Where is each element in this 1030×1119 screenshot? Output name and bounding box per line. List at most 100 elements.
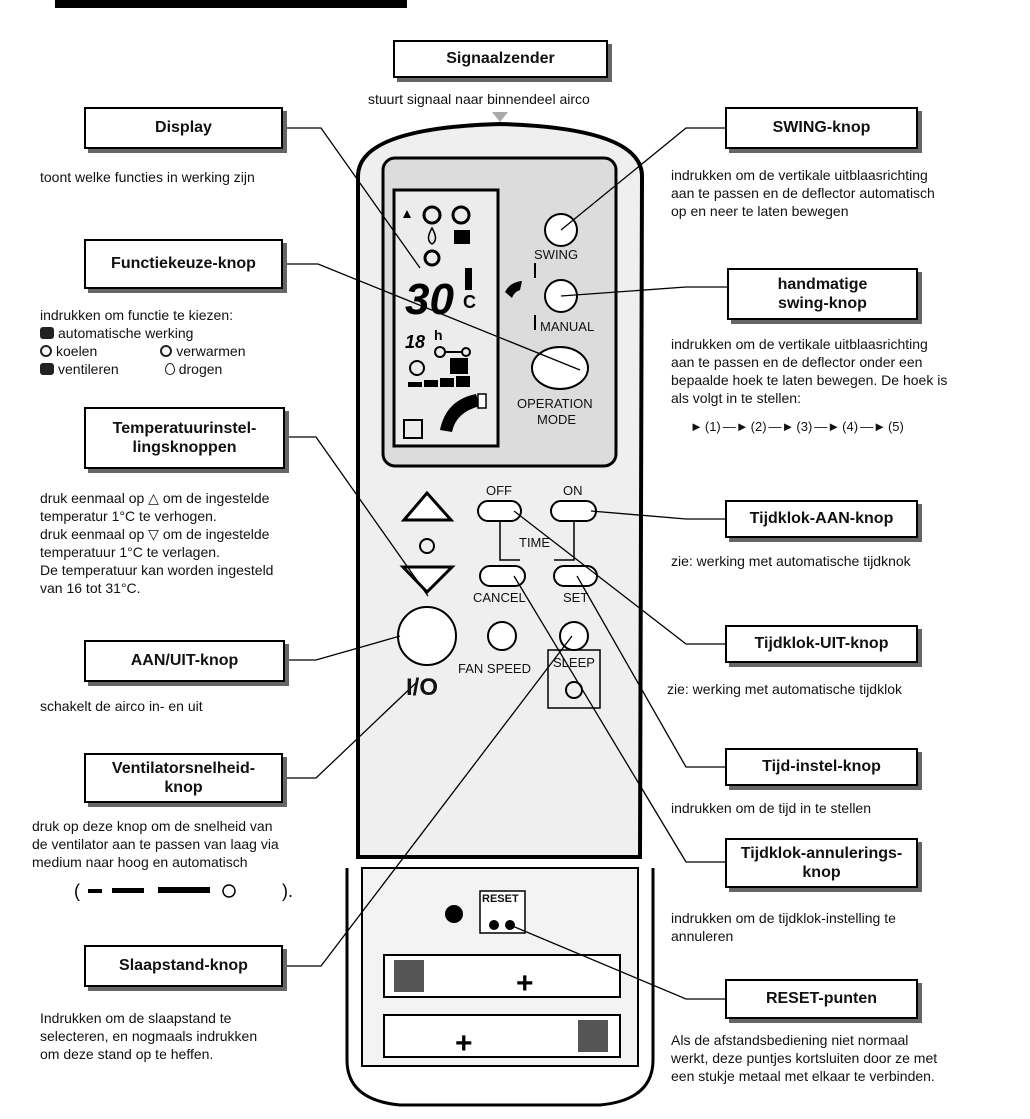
label-tijdklok-aan: Tijdklok-AAN-knop [725, 500, 918, 538]
label-annulerings-line2: knop [802, 864, 841, 881]
angle-arrow-icon: —► [860, 419, 886, 434]
swing-button[interactable] [545, 214, 577, 246]
label-functiekeuze: Functiekeuze-knop [84, 239, 283, 289]
desc-slaapstand: Indrukken om de slaapstand te selecteren… [40, 1009, 257, 1063]
reset-point-1 [489, 920, 499, 930]
desc-temp-line: temperatur 1°C te verhogen. [40, 508, 217, 524]
temp-down-triangle-icon [399, 565, 456, 595]
battery-cover-outline [345, 868, 655, 1107]
desc-vent-line: druk op deze knop om de snelheid van [32, 818, 273, 834]
power-button[interactable] [398, 607, 456, 665]
desc-slaap-line: Indrukken om de slaapstand te [40, 1010, 232, 1026]
cancel-label: CANCEL [473, 590, 526, 605]
lcd-timer-icon [477, 393, 487, 409]
desc-temp-line: De temperatuur kan worden ingesteld [40, 562, 274, 578]
signal-arrow-icon [492, 112, 508, 122]
battery-screw-icon [445, 905, 463, 923]
angle-arrow-icon: ► [690, 419, 703, 434]
operation-mode-button[interactable] [532, 347, 588, 389]
lcd-cool-icon [451, 205, 471, 225]
battery-2-plus: + [455, 1027, 473, 1060]
label-ventilator-line1: Ventilatorsnelheid- [111, 759, 256, 777]
leader-lines [283, 127, 727, 1000]
temp-info-icon [419, 538, 435, 554]
label-temperatuur-line2: lingsknoppen [132, 439, 237, 456]
desc-ventilator: druk op deze knop om de snelheid van de … [32, 817, 279, 871]
time-label: TIME [519, 535, 551, 550]
desc-tijdklok-uit: zie: werking met automatische tijdklok [667, 681, 902, 697]
temp-up-button[interactable] [404, 493, 451, 520]
temp-down-button[interactable] [403, 567, 452, 592]
fan-speed-sequence-icon: ( ). [74, 881, 293, 901]
angle-5: (5) [887, 419, 904, 434]
lcd-fan-bar-3 [440, 378, 454, 387]
power-label: I/O [406, 674, 439, 701]
label-ventilator-line2: knop [164, 779, 203, 796]
desc-reset-line: Als de afstandsbediening niet normaal [671, 1032, 909, 1048]
reset-panel [479, 890, 526, 934]
label-swing: SWING-knop [725, 107, 918, 149]
fan-speed-label: FAN SPEED [458, 661, 531, 676]
heat-mode-icon [160, 345, 173, 357]
label-temperatuur: Temperatuurinstel- lingsknoppen [84, 407, 285, 469]
header-rule [55, 0, 407, 8]
lcd-fan-box-icon [450, 358, 468, 374]
timer-off-button[interactable] [478, 501, 521, 521]
desc-reset: Als de afstandsbediening niet normaal we… [671, 1031, 937, 1085]
label-aan-uit: AAN/UIT-knop [84, 640, 285, 682]
label-slaapstand: Slaapstand-knop [84, 945, 283, 987]
legend-ventileren-label: ventileren [58, 361, 119, 377]
desc-temperatuur: druk eenmaal op △ om de ingestelde tempe… [40, 489, 273, 597]
battery-2-spring [578, 1020, 608, 1052]
desc-swing-line: indrukken om de vertikale uitblaasrichti… [671, 167, 928, 183]
timer-cancel-pill [479, 565, 526, 587]
lcd-louver-icon [440, 394, 480, 432]
desc-annul-line: indrukken om de tijdklok-instelling te [671, 910, 896, 926]
desc-manual-line: indrukken om de vertikale uitblaasrichti… [671, 336, 928, 352]
lcd-auto-fan-icon [409, 360, 425, 376]
label-annulerings: Tijdklok-annulerings- knop [725, 838, 918, 888]
manual-label: MANUAL [540, 319, 595, 334]
desc-reset-line: werkt, deze puntjes kortsluiten door ze … [671, 1050, 938, 1066]
desc-slaap-line: om deze stand op te heffen. [40, 1046, 214, 1062]
cool-mode-icon [40, 345, 52, 357]
desc-tijdklok-aan: zie: werking met automatische tijdknok [671, 553, 911, 569]
desc-manual-line: als volgt in te stellen: [671, 390, 801, 406]
timer-set-button[interactable] [554, 566, 597, 586]
lcd-auto-icon [422, 205, 442, 225]
manual-swing-button[interactable] [545, 280, 577, 312]
lcd-triangle-icon [403, 210, 411, 218]
desc-manual-line: bepaalde hoek te laten bewegen. De hoek … [671, 372, 948, 388]
label-manual-swing-line1: handmatige [777, 275, 868, 293]
angle-arrow-icon: —► [722, 419, 749, 434]
battery-1-spring [394, 960, 424, 992]
label-reset: RESET-punten [725, 979, 918, 1019]
timer-off-label: OFF [486, 483, 512, 498]
manual-louver-icon [505, 281, 522, 298]
timer-on-button[interactable] [551, 501, 596, 521]
legend-auto-label: automatische werking [58, 325, 194, 341]
timer-off-pill [477, 500, 522, 522]
desc-manual-swing: indrukken om de vertikale uitblaasrichti… [671, 335, 947, 407]
lcd-heat-icon [423, 249, 441, 267]
timer-cancel-button[interactable] [480, 566, 525, 586]
desc-reset-line: een stukje metaal met elkaar te verbinde… [671, 1068, 935, 1084]
label-display: Display [84, 107, 283, 149]
timer-on-label: ON [563, 483, 583, 498]
desc-vent-line: medium naar hoog en automatisch [32, 854, 248, 870]
desc-temp-line: temperatuur 1°C te verlagen. [40, 544, 220, 560]
operation-label: OPERATION [517, 396, 593, 411]
sleep-button[interactable] [560, 622, 588, 650]
fan-mode-icon [40, 363, 54, 375]
reset-label: RESET [482, 893, 519, 905]
fan-speed-button[interactable] [488, 622, 516, 650]
label-temperatuur-line1: Temperatuurinstel- [112, 419, 257, 437]
desc-annul-line: annuleren [671, 928, 734, 944]
desc-swing-line: op en neer te laten bewegen [671, 203, 849, 219]
set-label: SET [563, 590, 589, 605]
auto-mode-icon [40, 327, 54, 339]
label-signaalzender: Signaalzender [393, 40, 608, 78]
fan-speed-button-circle [487, 621, 517, 651]
lcd-swing-box-icon [403, 419, 423, 439]
